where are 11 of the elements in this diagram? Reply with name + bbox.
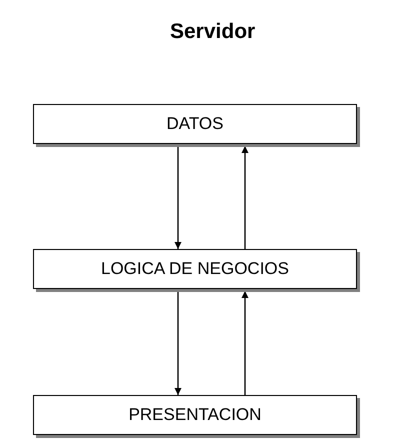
arrow xyxy=(242,291,248,395)
layer-label: LOGICA DE NEGOCIOS xyxy=(101,258,289,280)
title: Servidor xyxy=(170,19,256,45)
layer-box xyxy=(33,249,357,289)
layer-box xyxy=(33,104,357,144)
layer-label: PRESENTACION xyxy=(128,404,262,426)
arrow xyxy=(174,146,182,249)
layer-label: DATOS xyxy=(166,113,224,136)
layer-box xyxy=(33,395,357,435)
arrow xyxy=(174,291,182,395)
arrow xyxy=(242,146,248,249)
